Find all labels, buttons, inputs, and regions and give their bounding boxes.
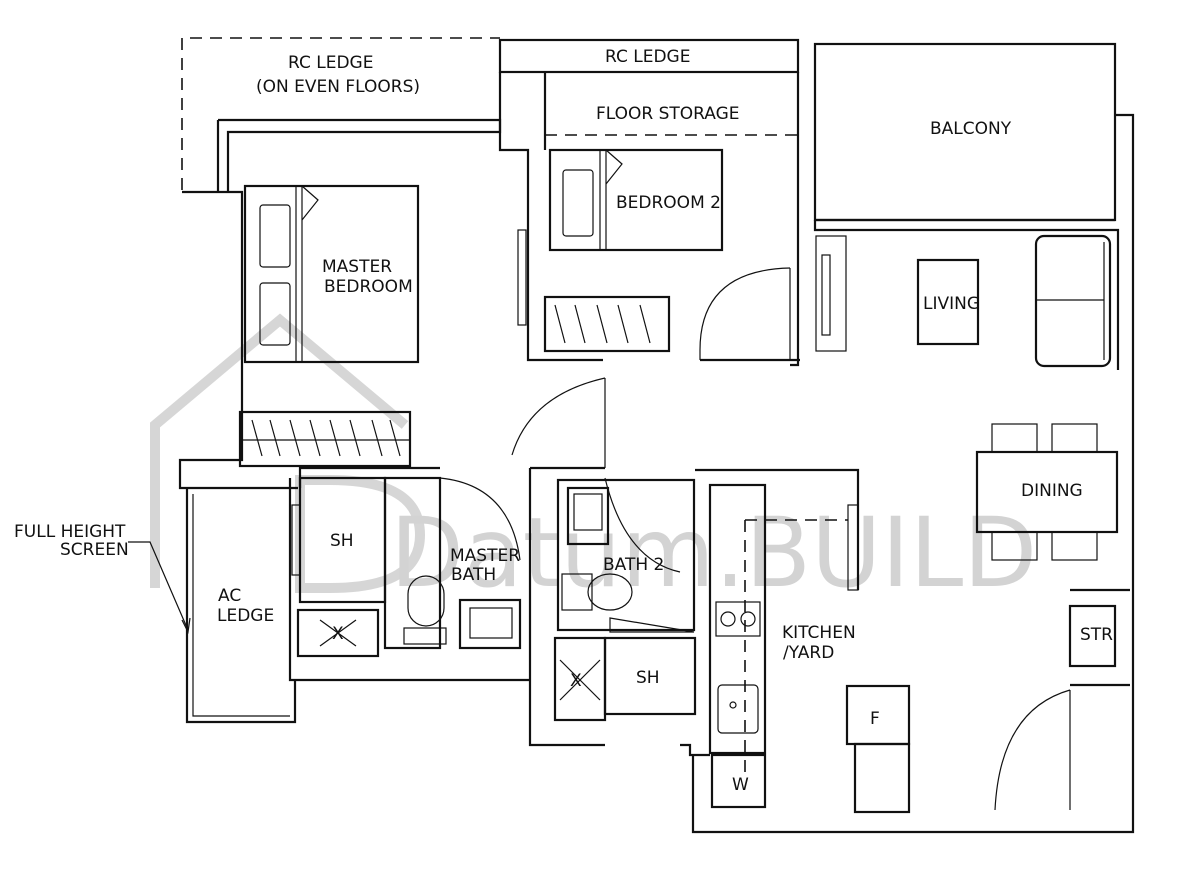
rc-ledge-left [181,37,500,190]
label-str: STR [1080,625,1113,645]
label-living: LIVING [923,294,980,314]
exterior-walls [178,38,1135,834]
label-ac-ledge-2: LEDGE [217,606,274,626]
label-full-height-1: FULL HEIGHT [14,522,126,542]
master-wardrobe [238,410,412,468]
kitchen [695,468,911,814]
full-height-screen-leader [128,541,191,634]
master-bed [243,184,420,364]
label-rc-ledge-left-2: (ON EVEN FLOORS) [256,77,420,97]
label-rc-ledge-top: RC LEDGE [605,47,690,67]
label-sh-bath2: SH [636,668,660,688]
label-x-master: X [332,624,344,644]
label-kitchen-2: /YARD [783,643,834,663]
label-master-bedroom-1: MASTER [322,257,392,277]
living-furniture [815,234,1112,368]
label-ac-ledge-1: AC [218,586,241,606]
label-kitchen-1: KITCHEN [782,623,856,643]
bath-2 [553,478,697,722]
label-dining: DINING [1021,481,1083,501]
label-full-height-2: SCREEN [60,540,129,560]
label-balcony: BALCONY [930,119,1012,139]
label-bath-2: BATH 2 [603,555,664,575]
store-room [1068,588,1130,668]
label-sh-master: SH [330,531,354,551]
label-x-bath2: X [570,671,582,691]
doors [439,267,1130,811]
master-bath [288,476,530,682]
label-floor-storage: FLOOR STORAGE [596,104,740,124]
label-washer: W [732,775,749,795]
watermark-text: Datum.BUILD [390,497,1037,609]
label-master-bedroom-2: BEDROOM [324,277,413,297]
watermark-logo: Datum.BUILD [150,313,1037,609]
dining-furniture [975,423,1119,561]
label-master-bath-1: MASTER [450,546,520,566]
bedroom-2-furniture [517,134,798,353]
label-rc-ledge-left-1: RC LEDGE [288,53,373,73]
label-bedroom-2: BEDROOM 2 [616,193,721,213]
label-master-bath-2: BATH [451,565,496,585]
label-fridge: F [870,709,880,729]
room-labels: RC LEDGE (ON EVEN FLOORS) RC LEDGE FLOOR… [14,47,1113,795]
